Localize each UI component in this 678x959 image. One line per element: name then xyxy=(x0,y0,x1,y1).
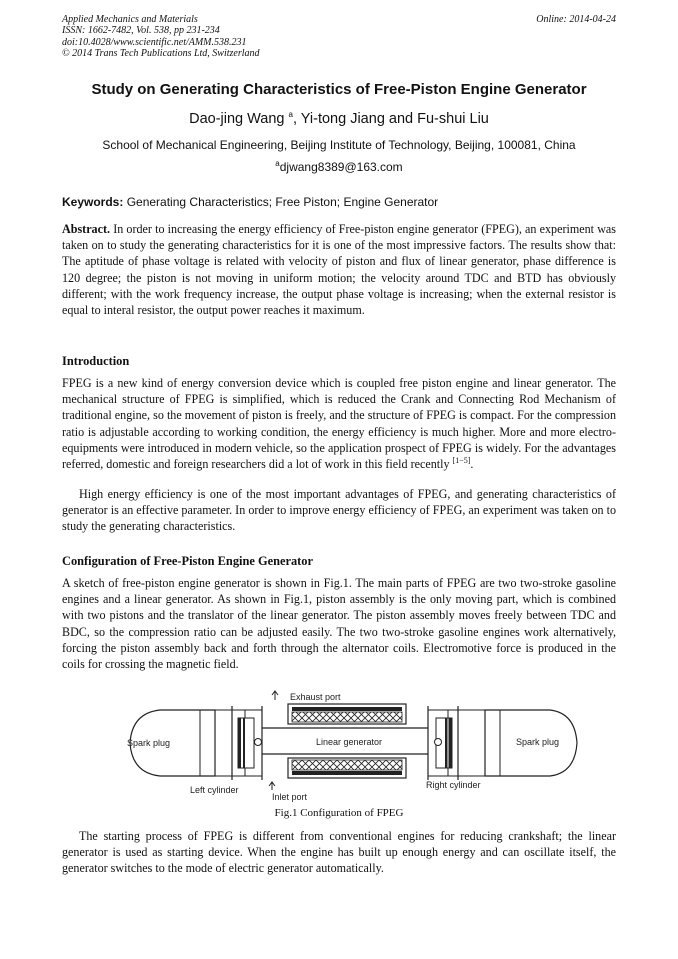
abstract: Abstract. In order to increasing the ene… xyxy=(62,221,616,318)
fpeg-configuration-figure: Exhaust port Linear generator Spark plug… xyxy=(127,690,578,802)
first-author: Dao-jing Wang xyxy=(189,111,289,127)
introduction-heading: Introduction xyxy=(62,354,130,368)
abstract-text: In order to increasing the energy effici… xyxy=(62,222,616,318)
author-affil-mark: a xyxy=(288,110,293,120)
keywords-text: Generating Characteristics; Free Piston;… xyxy=(123,195,439,209)
keywords-label: Keywords: xyxy=(62,195,124,209)
label-spark-plug-right: Spark plug xyxy=(516,737,559,747)
figure-caption: Fig.1 Configuration of FPEG xyxy=(274,807,404,819)
affiliation: School of Mechanical Engineering, Beijin… xyxy=(102,138,576,152)
abstract-label: Abstract. xyxy=(62,222,111,236)
keywords: Keywords: Generating Characteristics; Fr… xyxy=(62,195,438,209)
closing-paragraph: The starting process of FPEG is differen… xyxy=(62,829,616,876)
configuration-heading: Configuration of Free-Piston Engine Gene… xyxy=(62,554,313,568)
left-cylinder-shape xyxy=(129,706,263,780)
introduction-p1-end: . xyxy=(470,457,474,472)
author-list: Dao-jing Wang a, Yi-tong Jiang and Fu-sh… xyxy=(0,111,678,127)
other-authors: , Yi-tong Jiang and Fu-shui Liu xyxy=(292,111,489,127)
citation-ref: [1−5] xyxy=(452,455,471,465)
online-date: Online: 2014-04-24 xyxy=(536,14,616,25)
linear-generator-shape xyxy=(262,690,428,790)
paper-title: Study on Generating Characteristics of F… xyxy=(91,81,587,98)
email-affil-mark: a xyxy=(275,159,280,168)
label-right-cylinder: Right cylinder xyxy=(426,780,481,790)
introduction-paragraph-2: High energy efficiency is one of the mos… xyxy=(62,487,616,534)
journal-header: Applied Mechanics and Materials ISSN: 16… xyxy=(62,14,260,60)
introduction-p1-text: FPEG is a new kind of energy conversion … xyxy=(62,376,616,472)
label-inlet-port: Inlet port xyxy=(272,792,308,802)
journal-issn: ISSN: 1662-7482, Vol. 538, pp 231-234 xyxy=(62,25,220,37)
introduction-paragraph-1: FPEG is a new kind of energy conversion … xyxy=(62,375,616,472)
configuration-paragraph-1: A sketch of free-piston engine generator… xyxy=(62,576,616,672)
email-address: djwang8389@163.com xyxy=(279,160,403,174)
label-exhaust-port: Exhaust port xyxy=(290,692,341,702)
journal-copyright: © 2014 Trans Tech Publications Ltd, Swit… xyxy=(62,48,260,60)
label-linear-generator: Linear generator xyxy=(316,737,382,747)
journal-name: Applied Mechanics and Materials xyxy=(62,14,198,25)
journal-doi: doi:10.4028/www.scientific.net/AMM.538.2… xyxy=(62,36,247,48)
label-spark-plug-left: Spark plug xyxy=(127,738,170,748)
author-email: adjwang8389@163.com xyxy=(0,159,678,175)
right-cylinder-shape xyxy=(427,706,578,780)
label-left-cylinder: Left cylinder xyxy=(190,785,239,795)
